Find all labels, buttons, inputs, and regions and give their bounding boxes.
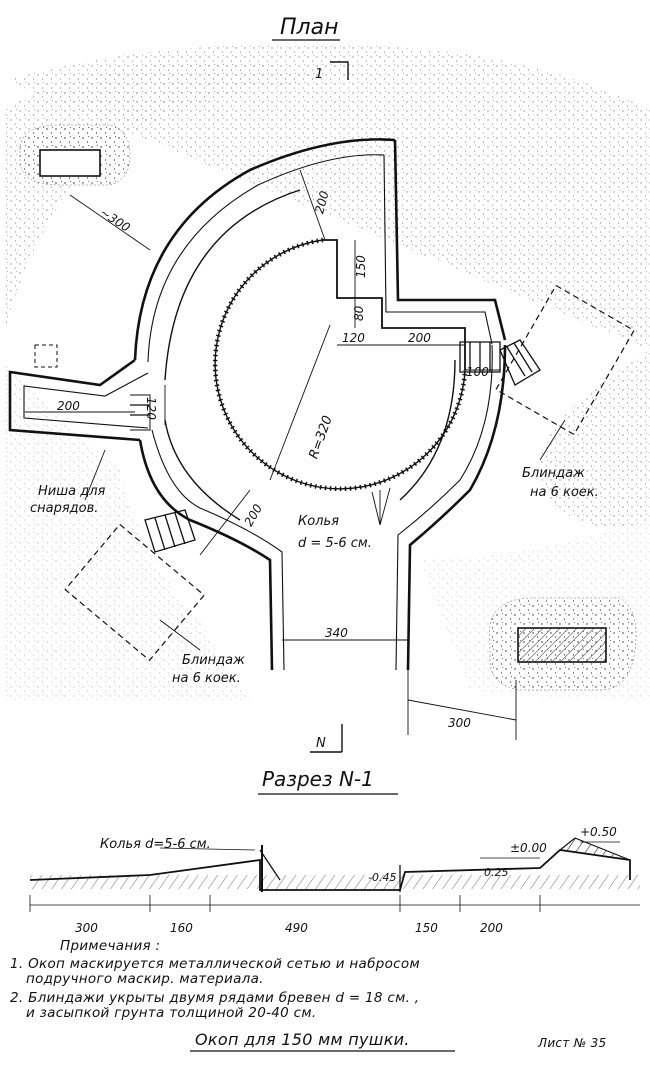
svg-text:Ниша для: Ниша для [38, 484, 106, 499]
svg-text:80: 80 [352, 305, 366, 321]
svg-text:d = 5-6 см.: d = 5-6 см. [298, 536, 372, 551]
note-2-cont: и засыпкой грунта толщиной 20-40 см. [26, 1005, 317, 1021]
svg-text:Колья d=5-6 см.: Колья d=5-6 см. [100, 837, 211, 852]
plan-labels: Ниша для снарядов. Блиндаж на 6 коек. Бл… [30, 466, 599, 686]
svg-text:-0.45: -0.45 [368, 871, 396, 884]
svg-text:1: 1 [315, 67, 323, 82]
svg-text:0.25: 0.25 [484, 866, 509, 879]
note-1: 1. Окоп маскируется металлической сетью … [10, 956, 420, 972]
svg-text:на 6 коек.: на 6 коек. [172, 671, 241, 686]
svg-text:150: 150 [354, 255, 368, 278]
section-labels: Колья d=5-6 см. -0.45 0.25 ±0.00 +0.50 3… [75, 825, 617, 935]
svg-text:160: 160 [170, 921, 193, 935]
svg-text:200: 200 [480, 921, 503, 935]
section-title: Разрез N-1 [262, 767, 374, 791]
svg-text:±0.00: ±0.00 [510, 841, 547, 855]
svg-text:340: 340 [325, 626, 348, 640]
dugout-right [495, 284, 635, 436]
note-2: 2. Блиндажи укрыты двумя рядами бревен d… [10, 990, 420, 1006]
svg-text:Колья: Колья [298, 514, 339, 529]
svg-text:N: N [316, 736, 326, 751]
niche-box [34, 344, 58, 368]
svg-text:~300: ~300 [97, 205, 133, 235]
svg-text:на 6 коек.: на 6 коек. [530, 485, 599, 500]
steps [130, 339, 541, 553]
trench-outline [8, 138, 507, 671]
svg-text:150: 150 [415, 921, 438, 935]
svg-text:снарядов.: снарядов. [30, 501, 98, 516]
svg-text:300: 300 [75, 921, 98, 935]
svg-text:120: 120 [342, 331, 365, 345]
gun-pit [212, 237, 468, 491]
svg-text:200: 200 [408, 331, 431, 345]
svg-text:Блиндаж: Блиндаж [182, 653, 245, 668]
svg-text:200: 200 [242, 502, 266, 529]
svg-text:120: 120 [144, 397, 158, 420]
note-1-cont: подручного маскир. материала. [26, 971, 264, 987]
plan-title: План [280, 15, 338, 40]
shelter-top-left [19, 124, 131, 186]
svg-text:490: 490 [285, 921, 308, 935]
svg-text:200: 200 [57, 399, 80, 413]
svg-text:Блиндаж: Блиндаж [522, 466, 585, 481]
sheet-number: Лист № 35 [538, 1036, 607, 1050]
svg-text:100: 100 [466, 365, 489, 379]
section-profile [29, 837, 640, 912]
svg-text:+0.50: +0.50 [580, 825, 617, 839]
notes-heading: Примечания : [60, 938, 161, 954]
dimension-lines [25, 169, 566, 740]
drawing-title: Окоп для 150 мм пушки. [195, 1030, 410, 1049]
svg-text:300: 300 [448, 716, 471, 730]
section-marker-1: 1 [315, 61, 349, 82]
svg-text:200: 200 [312, 189, 332, 215]
svg-text:R=320: R=320 [306, 414, 335, 461]
shelter-bottom-right [489, 597, 637, 691]
north-arrow: N [310, 724, 343, 753]
